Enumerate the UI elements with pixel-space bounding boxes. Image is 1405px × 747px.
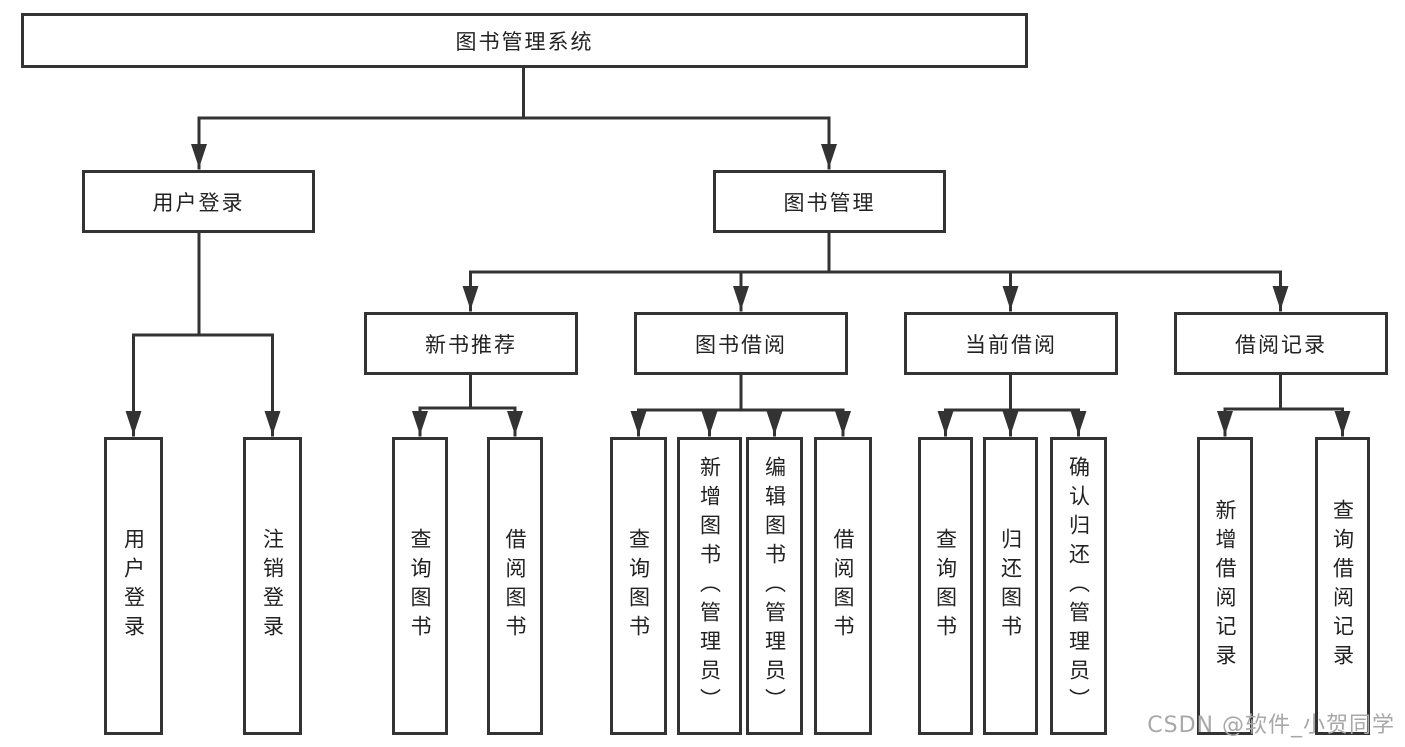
leaf-query-books-current: 查询图书 — [918, 437, 973, 735]
leaf-logout: 注销登录 — [243, 437, 302, 735]
node-root: 图书管理系统 — [21, 13, 1028, 68]
node-book-management: 图书管理 — [713, 170, 946, 233]
leaf-borrow-books-recommend: 借阅图书 — [487, 437, 543, 735]
node-borrow-records: 借阅记录 — [1174, 312, 1388, 375]
leaf-user-login: 用户登录 — [104, 437, 163, 735]
node-user-login: 用户登录 — [82, 170, 315, 233]
leaf-add-books-admin: 新增图书（管理员） — [677, 437, 742, 735]
leaf-query-borrow-record: 查询借阅记录 — [1315, 437, 1370, 735]
leaf-borrow-books: 借阅图书 — [814, 437, 872, 735]
leaf-add-borrow-record: 新增借阅记录 — [1197, 437, 1253, 735]
node-current-borrow: 当前借阅 — [904, 312, 1118, 375]
leaf-confirm-return-admin: 确认归还（管理员） — [1050, 437, 1107, 735]
leaf-query-books-borrow: 查询图书 — [610, 437, 667, 735]
node-new-book-recommend: 新书推荐 — [364, 312, 578, 375]
leaf-return-books: 归还图书 — [983, 437, 1038, 735]
csdn-watermark: CSDN @软件_小贺同学 — [1147, 713, 1395, 738]
node-book-borrow: 图书借阅 — [634, 312, 848, 375]
leaf-edit-books-admin: 编辑图书（管理员） — [746, 437, 803, 735]
leaf-query-books-recommend: 查询图书 — [392, 437, 448, 735]
